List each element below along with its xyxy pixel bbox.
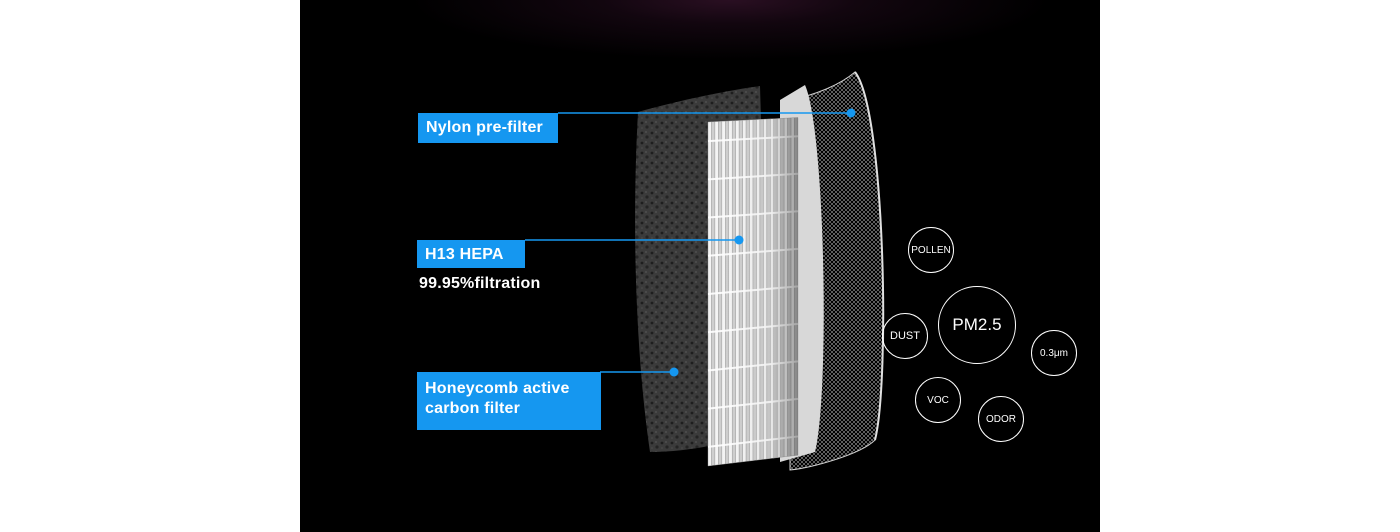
particle-size-bubble: 0.3μm xyxy=(1031,330,1077,376)
pollen-bubble: POLLEN xyxy=(908,227,954,273)
filter-layers-illustration xyxy=(525,71,885,471)
carbon-filter-label: Honeycomb active carbon filter xyxy=(417,372,601,430)
hepa-filtration-rate: 99.95%filtration xyxy=(419,275,541,292)
odor-bubble: ODOR xyxy=(978,396,1024,442)
hepa-pleat-layer xyxy=(707,117,799,467)
nylon-prefilter-label: Nylon pre-filter xyxy=(418,113,558,143)
h13-hepa-label: H13 HEPA xyxy=(417,240,525,268)
filter-diagram-panel: Nylon pre-filter H13 HEPA 99.95%filtrati… xyxy=(300,0,1100,532)
dust-bubble: DUST xyxy=(882,313,928,359)
callout-lines xyxy=(525,108,856,377)
pm25-bubble: PM2.5 xyxy=(938,286,1016,364)
voc-bubble: VOC xyxy=(915,377,961,423)
